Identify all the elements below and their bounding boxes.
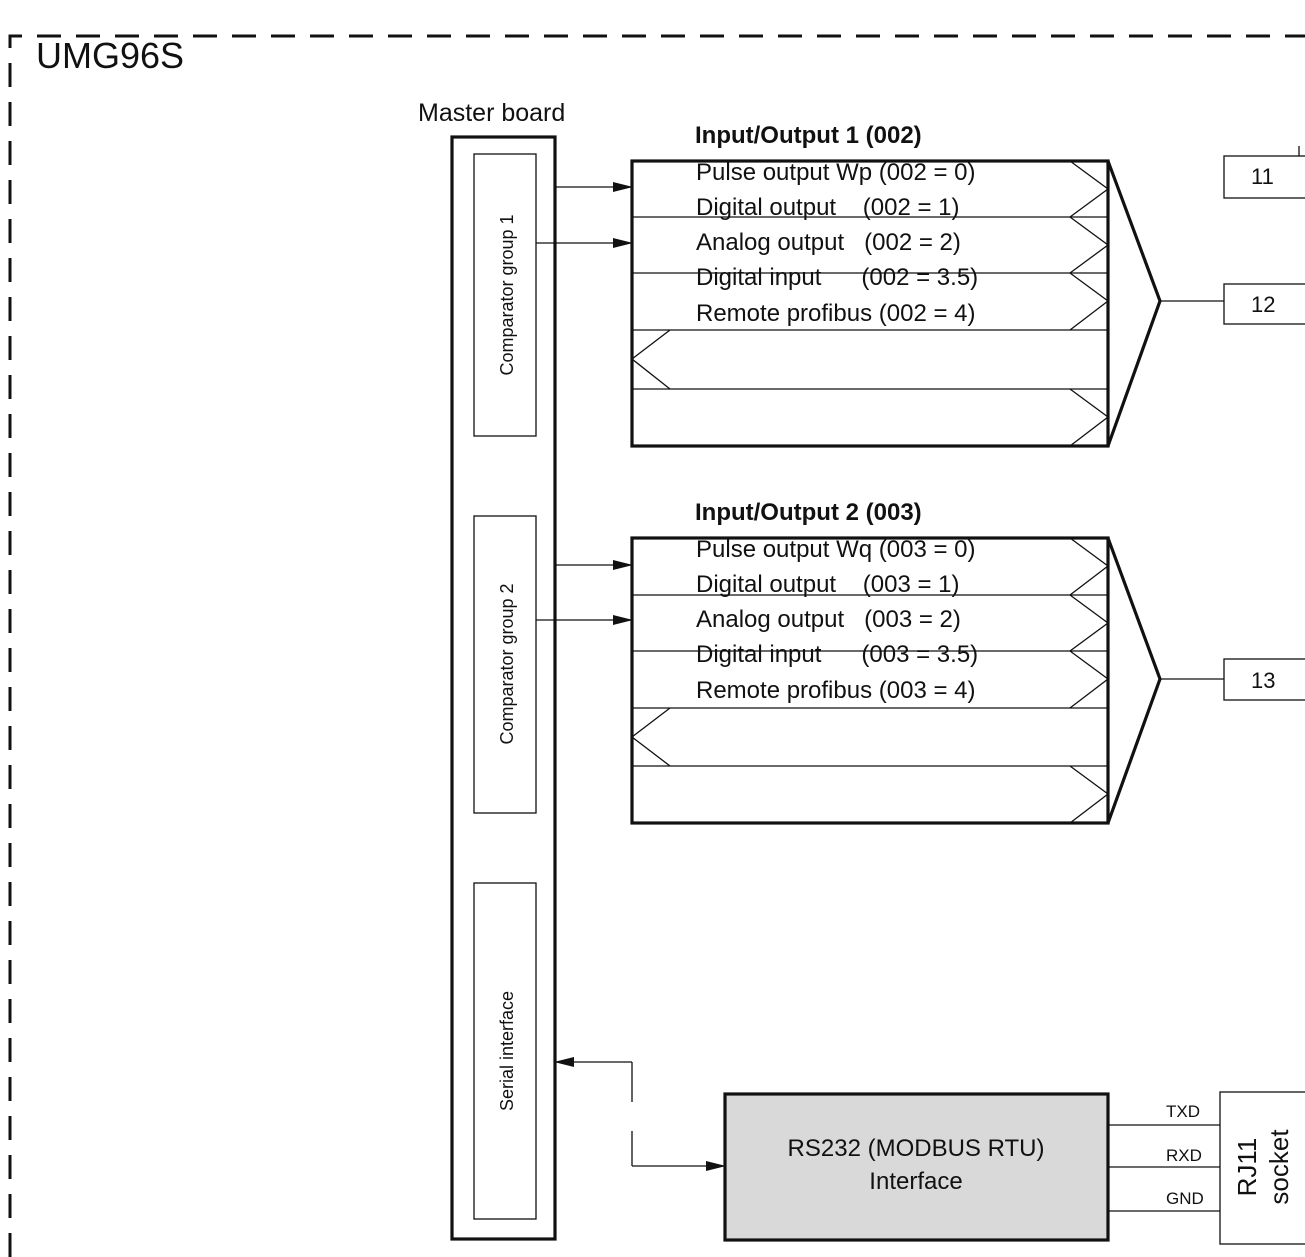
io-module-1-item-2: Digital output (002 = 1): [696, 194, 959, 221]
io-module-1-item-4: Digital input (002 = 3.5): [696, 264, 978, 291]
io-module-1-item-1: Pulse output Wp (002 = 0): [696, 159, 976, 186]
io-module-2-item-5: Remote profibus (003 = 4): [696, 677, 975, 704]
signal-txd: TXD: [1166, 1102, 1200, 1121]
terminal-12-box: [1223, 283, 1305, 325]
serial-interface-label: Serial interface: [497, 991, 517, 1111]
rj11-label-line-1: RJ11: [1232, 1138, 1262, 1197]
terminal-11-box: [1223, 155, 1305, 199]
rj11-socket-box: [1219, 1091, 1305, 1245]
master-board: [450, 135, 557, 1241]
io-module-2-item-3: Analog output (003 = 2): [696, 606, 961, 633]
comparator-group-2-box: [473, 515, 537, 814]
io-module-2-item-1: Pulse output Wq (003 = 0): [696, 536, 976, 563]
comparator-group-1-box: [473, 153, 537, 437]
io-module-2-multiplexer: [1106, 537, 1162, 824]
terminal-13-box: [1223, 658, 1305, 701]
io-module-1-box: [630, 159, 1110, 448]
terminal-11-label: 11: [1251, 164, 1274, 189]
serial-interface-box: [473, 882, 537, 1220]
master-board-label: Master board: [418, 99, 565, 127]
io-module-2: Input/Output 2 (003) Pulse output Wq (00…: [630, 499, 1162, 825]
terminal-13-label: 13: [1251, 668, 1275, 693]
rs232-interface-box: [723, 1092, 1110, 1242]
comparator-group-2-label: Comparator group 2: [497, 583, 517, 744]
io-module-1-multiplexer: [1106, 160, 1162, 447]
signal-rxd: RXD: [1166, 1146, 1202, 1165]
io-module-1-item-3: Analog output (002 = 2): [696, 229, 961, 256]
io-module-1-title: Input/Output 1 (002): [695, 122, 922, 149]
rj11-label-line-2: socket: [1264, 1129, 1294, 1205]
io-module-2-item-4: Digital input (003 = 3.5): [696, 641, 978, 668]
device-title: UMG96S: [36, 35, 184, 76]
enclosure-border: [8, 34, 1305, 1257]
terminal-12-label: 12: [1251, 292, 1275, 317]
io-module-2-item-2: Digital output (003 = 1): [696, 571, 959, 598]
io-module-1-item-5: Remote profibus (002 = 4): [696, 300, 975, 327]
comparator-group-1-label: Comparator group 1: [497, 214, 517, 375]
io-module-2-box: [630, 536, 1110, 825]
rs232-line-1: RS232 (MODBUS RTU): [788, 1135, 1045, 1162]
io-module-1: Input/Output 1 (002) Pulse output Wp (00…: [630, 122, 1162, 448]
signal-gnd: GND: [1166, 1189, 1204, 1208]
rs232-line-2: Interface: [869, 1168, 962, 1195]
io-module-2-title: Input/Output 2 (003): [695, 499, 922, 526]
